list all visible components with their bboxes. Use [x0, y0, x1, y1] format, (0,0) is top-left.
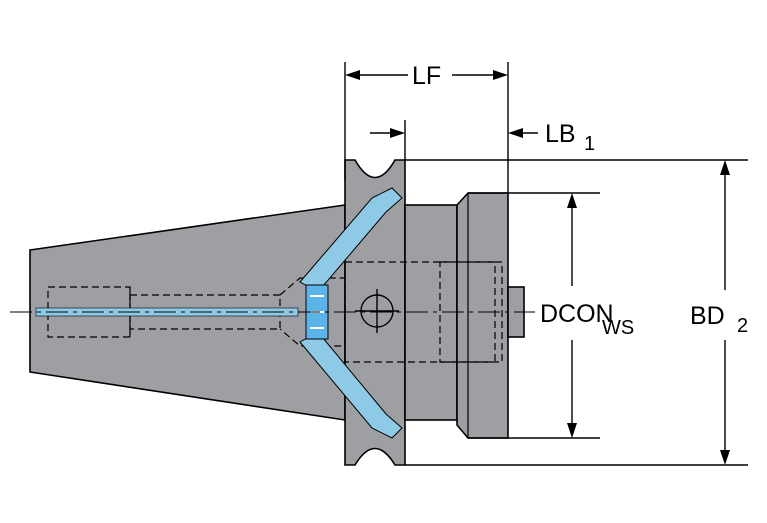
bd2-label-main: BD — [690, 302, 725, 330]
bd2-label-sub: 2 — [737, 315, 748, 337]
dimension-lb1 — [370, 120, 538, 160]
dimension-lf — [344, 62, 509, 193]
dconws-label-sub: WS — [602, 317, 634, 339]
dconws-label-main: DCON — [540, 300, 614, 328]
lf-label: LF — [412, 62, 441, 90]
cross-hole — [355, 289, 399, 333]
dimension-dconws — [468, 192, 600, 439]
head — [456, 192, 509, 439]
lb1-label-sub: 1 — [584, 133, 595, 155]
dimension-bd2 — [405, 159, 748, 466]
lb1-label-main: LB — [545, 120, 576, 148]
